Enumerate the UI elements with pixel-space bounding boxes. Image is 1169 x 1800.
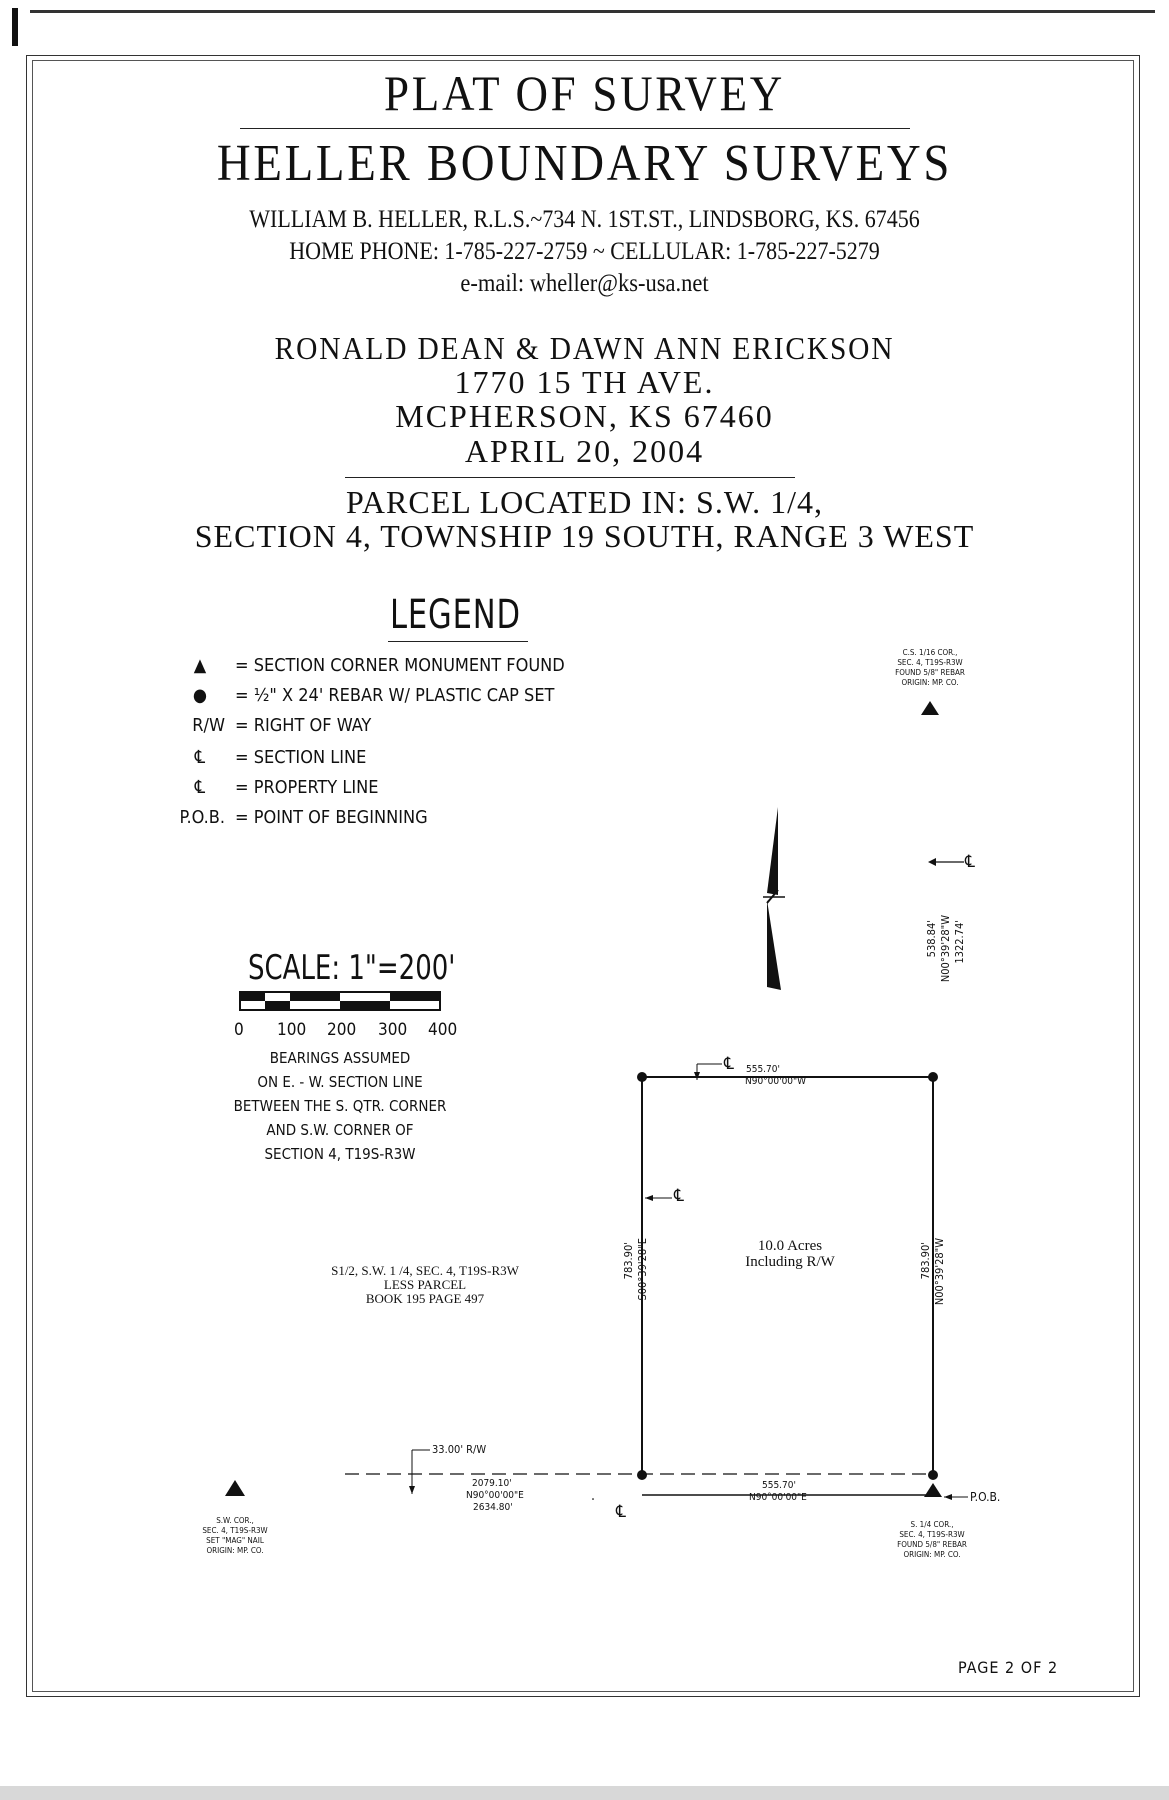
page-number: PAGE 2 OF 2	[958, 1658, 1059, 1677]
scale-label: SCALE: 1"=200'	[248, 948, 456, 988]
address-line: WILLIAM B. HELLER, R.L.S.~734 N. 1ST.ST.…	[249, 206, 920, 233]
scale-ticks: 0 100 200 300 400	[230, 1020, 480, 1044]
east-bearing: N00°39'28"W	[939, 915, 952, 983]
legend-text: = RIGHT OF WAY	[235, 715, 372, 736]
legend-text: = ½" X 24' REBAR W/ PLASTIC CAP SET	[235, 685, 555, 706]
parcel-line-2: SECTION 4, TOWNSHIP 19 SOUTH, RANGE 3 WE…	[194, 518, 975, 554]
client-names: RONALD DEAN & DAWN ANN ERICKSON	[274, 330, 895, 366]
bottom-distance: 555.70'	[762, 1480, 796, 1491]
survey-date: APRIL 20, 2004	[464, 433, 705, 469]
note-line: S1/2, S.W. 1 /4, SEC. 4, T19S-R3W	[331, 1263, 519, 1278]
left-edge-mark	[12, 8, 18, 46]
scale-tick: 400	[428, 1020, 458, 1040]
scale-tick: 100	[277, 1020, 307, 1040]
left-bearing: S00°39'28"E	[636, 1238, 649, 1301]
plat-drawing	[225, 1063, 968, 1500]
page-frame	[26, 55, 1140, 1697]
area-note: Including R/W	[745, 1254, 835, 1270]
note-line: AND S.W. CORNER OF	[266, 1121, 414, 1139]
note-line: ORIGIN: MP. CO.	[903, 1550, 961, 1559]
title-rule	[240, 128, 910, 129]
section-line-arrow-icon	[928, 858, 964, 866]
plat-title: PLAT OF SURVEY	[384, 65, 785, 121]
note-line: SECTION 4, T19S-R3W	[264, 1145, 416, 1163]
pob-symbol: P.O.B.	[179, 807, 225, 828]
note-line: ORIGIN: MP. CO.	[206, 1546, 264, 1555]
legend-item: ℄ = SECTION LINE	[150, 747, 650, 771]
bottom-scan-edge	[0, 1786, 1169, 1800]
client-street: 1770 15 TH AVE.	[454, 364, 715, 400]
note-line: SEC. 4, T19S-R3W	[899, 1530, 965, 1539]
date-rule	[345, 477, 795, 478]
top-border	[30, 10, 1155, 13]
company-name: HELLER BOUNDARY SURVEYS	[216, 135, 953, 192]
client-city: MCPHERSON, KS 67460	[395, 398, 774, 434]
legend-text: = SECTION CORNER MONUMENT FOUND	[235, 655, 565, 676]
sl-bearing: N90°00'00"E	[466, 1490, 524, 1501]
east-dist-1: 538.84'	[925, 920, 938, 958]
north-arrow-icon	[763, 807, 785, 990]
phone-line: HOME PHONE: 1-785-227-2759 ~ CELLULAR: 1…	[289, 238, 880, 265]
area-acres: 10.0 Acres	[757, 1238, 823, 1254]
note-line: ON E. - W. SECTION LINE	[257, 1073, 423, 1091]
rw-label: 33.00' R/W	[432, 1443, 487, 1456]
property-line-icon: ℄	[194, 777, 206, 798]
note-line: BETWEEN THE S. QTR. CORNER	[233, 1097, 447, 1115]
legend-item: ● = ½" X 24' REBAR W/ PLASTIC CAP SET	[150, 685, 650, 709]
s14-monument-label: S. 1/4 COR., SEC. 4, T19S-R3W FOUND 5/8"…	[862, 1520, 1002, 1560]
dot-icon: ●	[192, 685, 208, 706]
legend-text: = SECTION LINE	[235, 747, 367, 768]
scale-tick: 200	[327, 1020, 357, 1040]
legend-item: P.O.B. = POINT OF BEGINNING	[150, 807, 650, 831]
scale-tick: 0	[234, 1020, 244, 1040]
remainder-label: S1/2, S.W. 1 /4, SEC. 4, T19S-R3W LESS P…	[300, 1264, 550, 1306]
note-line: BOOK 195 PAGE 497	[365, 1291, 485, 1306]
cs-monument-label: C.S. 1/16 COR., SEC. 4, T19S-R3W FOUND 5…	[860, 648, 1000, 688]
sw-monument-label: S.W. COR., SEC. 4, T19S-R3W SET "MAG" NA…	[175, 1516, 295, 1556]
legend-item: ▲ = SECTION CORNER MONUMENT FOUND	[150, 655, 650, 679]
note-line: SEC. 4, T19S-R3W	[202, 1526, 268, 1535]
left-pl-label: ℄	[674, 1186, 684, 1206]
note-line: SET "MAG" NAIL	[206, 1536, 264, 1545]
legend-rule	[388, 641, 528, 642]
scale-bar	[239, 991, 441, 1011]
section-line-label: ℄	[965, 852, 975, 872]
right-bearing: N00°39'28"W	[933, 1238, 946, 1306]
note-line: LESS PARCEL	[383, 1277, 467, 1292]
rw-symbol: R/W	[192, 715, 225, 736]
note-line: BEARINGS ASSUMED	[269, 1049, 411, 1067]
cs-monument-triangle-icon	[921, 701, 939, 715]
top-distance: 555.70'	[746, 1064, 780, 1075]
note-line: SEC. 4, T19S-R3W	[897, 658, 963, 667]
left-distance: 783.90'	[622, 1242, 635, 1280]
note-line: S.W. COR.,	[216, 1516, 254, 1525]
bottom-sl-label: ℄	[616, 1502, 626, 1522]
pob-label: P.O.B.	[970, 1490, 1001, 1504]
parcel-line-1: PARCEL LOCATED IN: S.W. 1/4,	[346, 484, 823, 520]
legend-title: LEGEND	[390, 592, 521, 638]
right-distance: 783.90'	[919, 1242, 932, 1280]
note-line: C.S. 1/16 COR.,	[902, 648, 958, 657]
note-line: S. 1/4 COR.,	[910, 1520, 954, 1529]
sl-distance-1: 2079.10'	[472, 1478, 512, 1489]
note-line: FOUND 5/8" REBAR	[897, 1540, 967, 1549]
page-frame-inner	[32, 60, 1134, 1692]
legend-item: ℄ = PROPERTY LINE	[150, 777, 650, 801]
email-line: e-mail: wheller@ks-usa.net	[460, 270, 709, 297]
triangle-icon: ▲	[193, 655, 207, 676]
legend-text: = PROPERTY LINE	[235, 777, 379, 798]
note-line: ORIGIN: MP. CO.	[901, 678, 959, 687]
sl-distance-2: 2634.80'	[473, 1502, 513, 1513]
scale-tick: 300	[378, 1020, 408, 1040]
section-line-icon: ℄	[194, 747, 206, 768]
bearing-notes: BEARINGS ASSUMED ON E. - W. SECTION LINE…	[210, 1046, 470, 1166]
bottom-bearing: N90°00'00"E	[749, 1492, 807, 1503]
top-pl-label: ℄	[724, 1054, 734, 1074]
legend-item: R/W = RIGHT OF WAY	[150, 715, 650, 739]
legend-text: = POINT OF BEGINNING	[235, 807, 428, 828]
east-dist-2: 1322.74'	[953, 920, 966, 964]
note-line: FOUND 5/8" REBAR	[895, 668, 965, 677]
top-bearing: N90°00'00"W	[745, 1076, 807, 1087]
area-label: 10.0 Acres Including R/W	[700, 1238, 880, 1270]
